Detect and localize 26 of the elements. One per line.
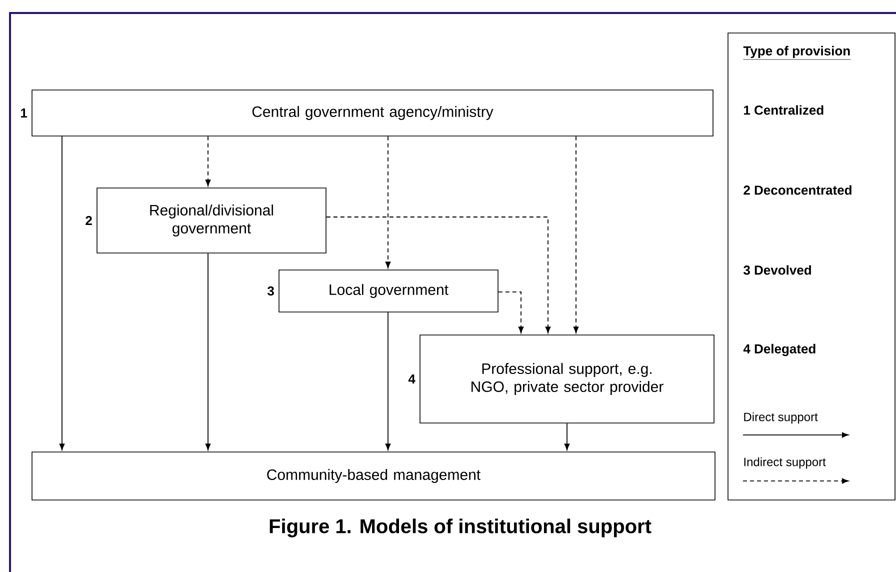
legend-text: Direct support <box>744 412 818 424</box>
level-number: 4 <box>408 374 416 384</box>
caption: Figure 1. Models of institutional support <box>270 518 652 538</box>
level-number: 3 <box>267 286 274 296</box>
process-box: Community-based management <box>32 452 716 500</box>
process-box: Local government <box>278 270 498 312</box>
arrow <box>385 136 391 268</box>
provision-type: 1 Centralized <box>744 105 824 115</box>
legend-heading: Type of provision <box>743 46 851 60</box>
arrow <box>59 136 65 450</box>
process-box: Regional/divisional government <box>96 188 326 254</box>
arrow <box>564 422 570 450</box>
arrow <box>205 136 211 186</box>
arrow <box>498 292 524 334</box>
arrow <box>326 216 551 334</box>
level-number: 2 <box>86 216 92 226</box>
level-number: 1 <box>21 108 28 118</box>
provision-type: 2 Deconcentrated <box>744 185 852 195</box>
legend-text: Indirect support <box>744 457 826 469</box>
arrow <box>205 252 211 450</box>
provision-type: 3 Devolved <box>744 265 811 275</box>
process-box: Central government agency/ministry <box>32 90 714 136</box>
process-box: Professional support, e.g. NGO, private sector provider <box>420 334 714 424</box>
arrow <box>573 136 579 334</box>
provision-type: 4 Delegated <box>743 344 816 356</box>
arrow <box>385 312 391 450</box>
